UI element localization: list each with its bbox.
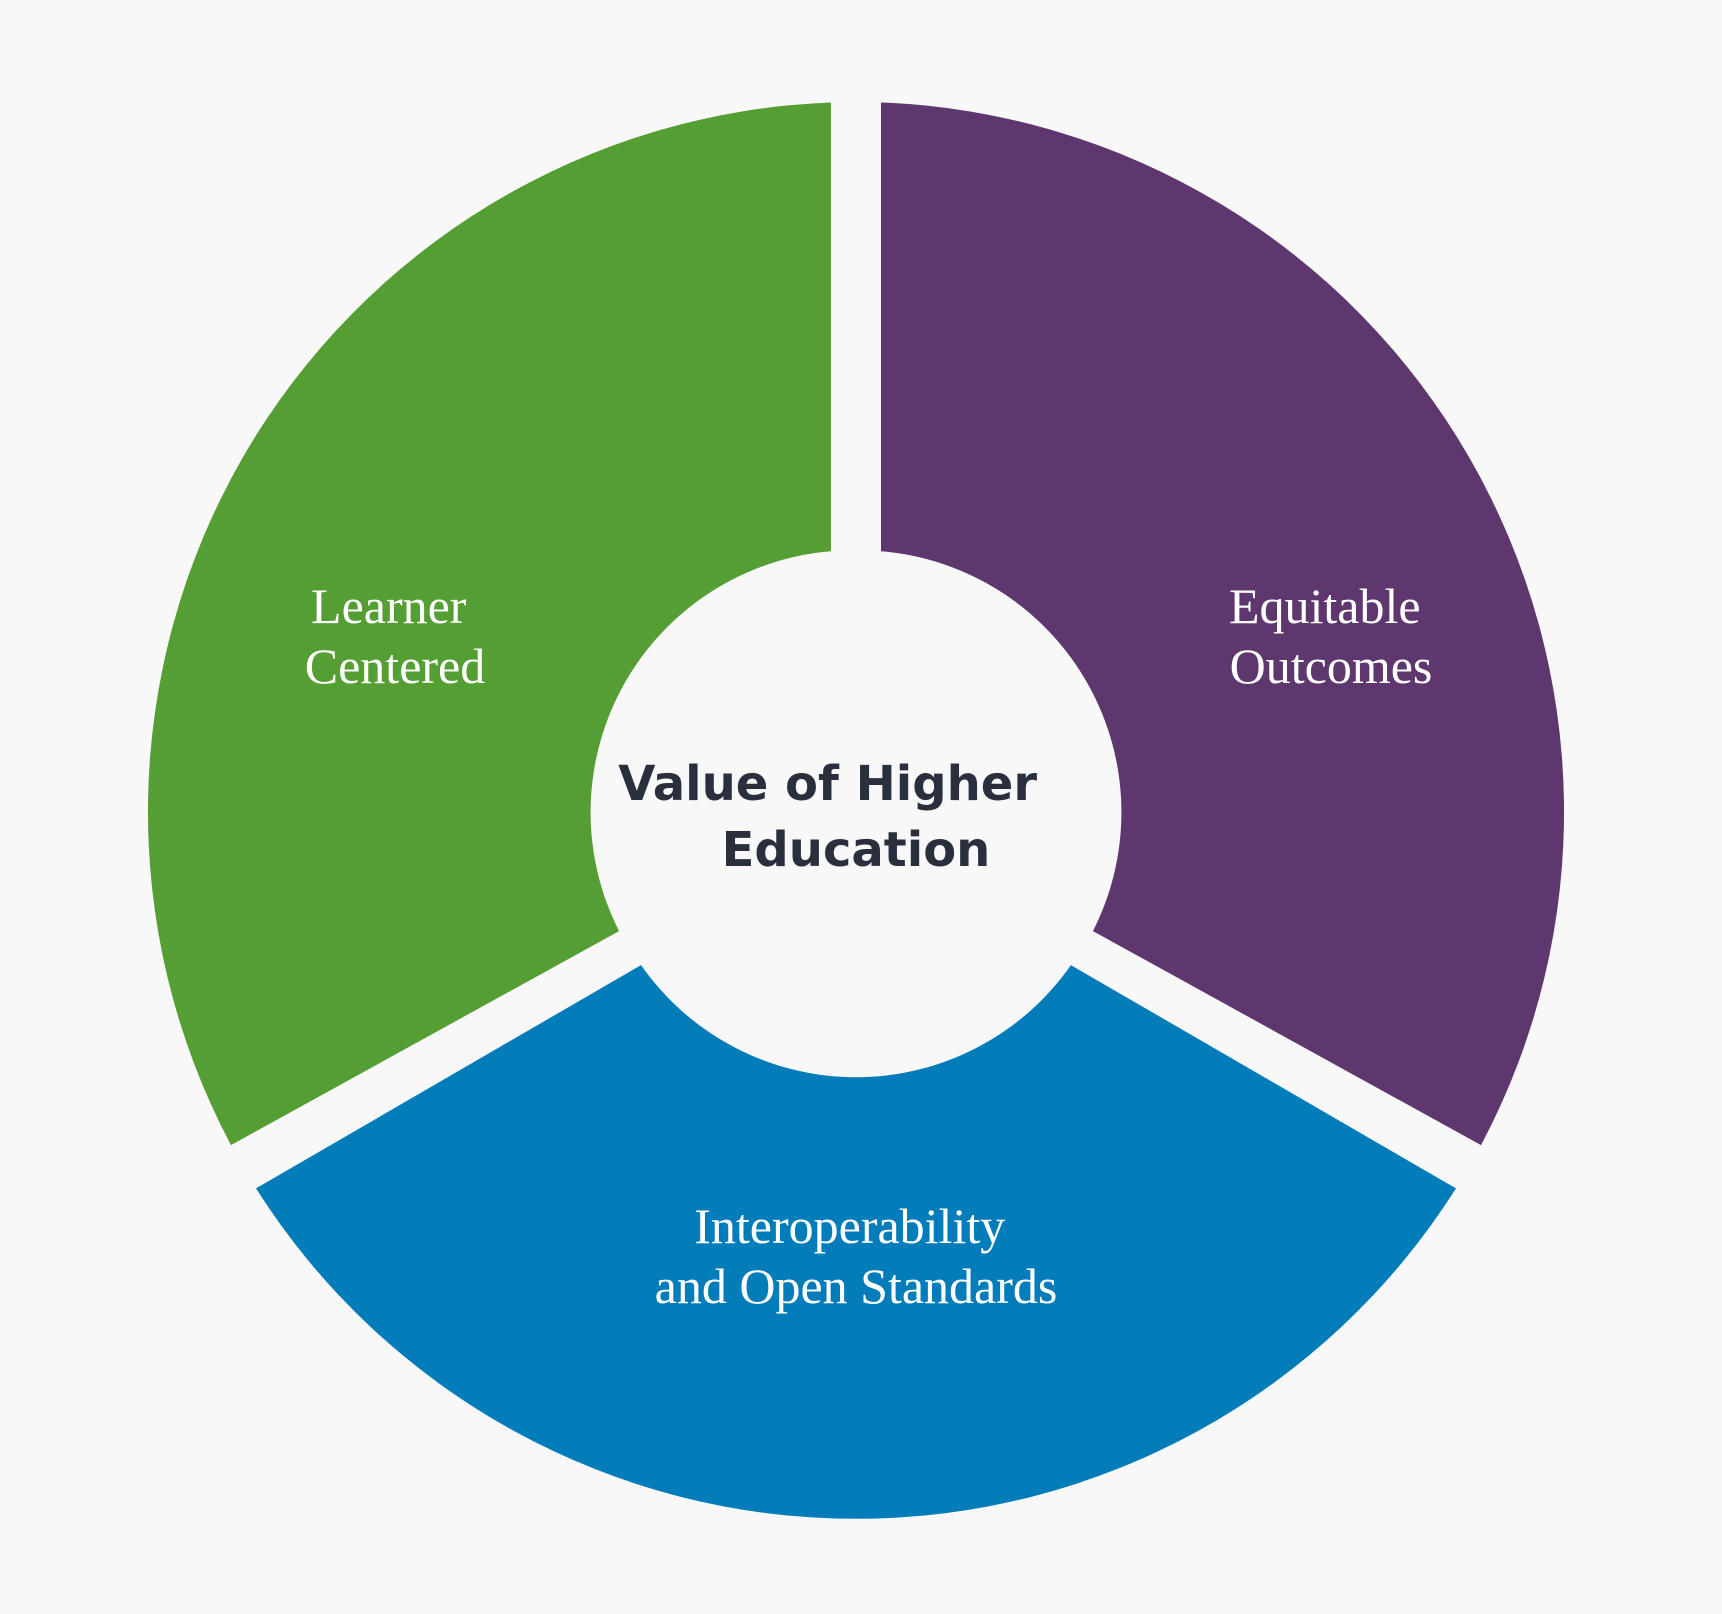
learner-centered-segment xyxy=(147,102,831,1146)
interoperability-label-line1: Interoperability xyxy=(694,1198,1005,1254)
interoperability-label: Interoperability and Open Standards xyxy=(655,1198,1058,1314)
interoperability-label-line2: and Open Standards xyxy=(655,1258,1058,1314)
center-title-line1: Value of Higher xyxy=(618,756,1037,812)
equitable-outcomes-label: Equitable Outcomes xyxy=(1229,578,1433,694)
learner-centered-label-line2: Centered xyxy=(305,638,485,694)
center-title: Value of Higher Education xyxy=(618,756,1053,878)
equitable-outcomes-label-line2: Outcomes xyxy=(1230,638,1433,694)
equitable-outcomes-segment xyxy=(881,102,1565,1146)
learner-centered-label-line1: Learner xyxy=(311,578,467,634)
interoperability-segment xyxy=(256,965,1456,1519)
equitable-outcomes-label-line1: Equitable xyxy=(1229,578,1421,634)
center-hub xyxy=(596,552,1116,1072)
learner-centered-label: Learner Centered xyxy=(305,578,485,694)
center-title-line2: Education xyxy=(722,822,991,878)
